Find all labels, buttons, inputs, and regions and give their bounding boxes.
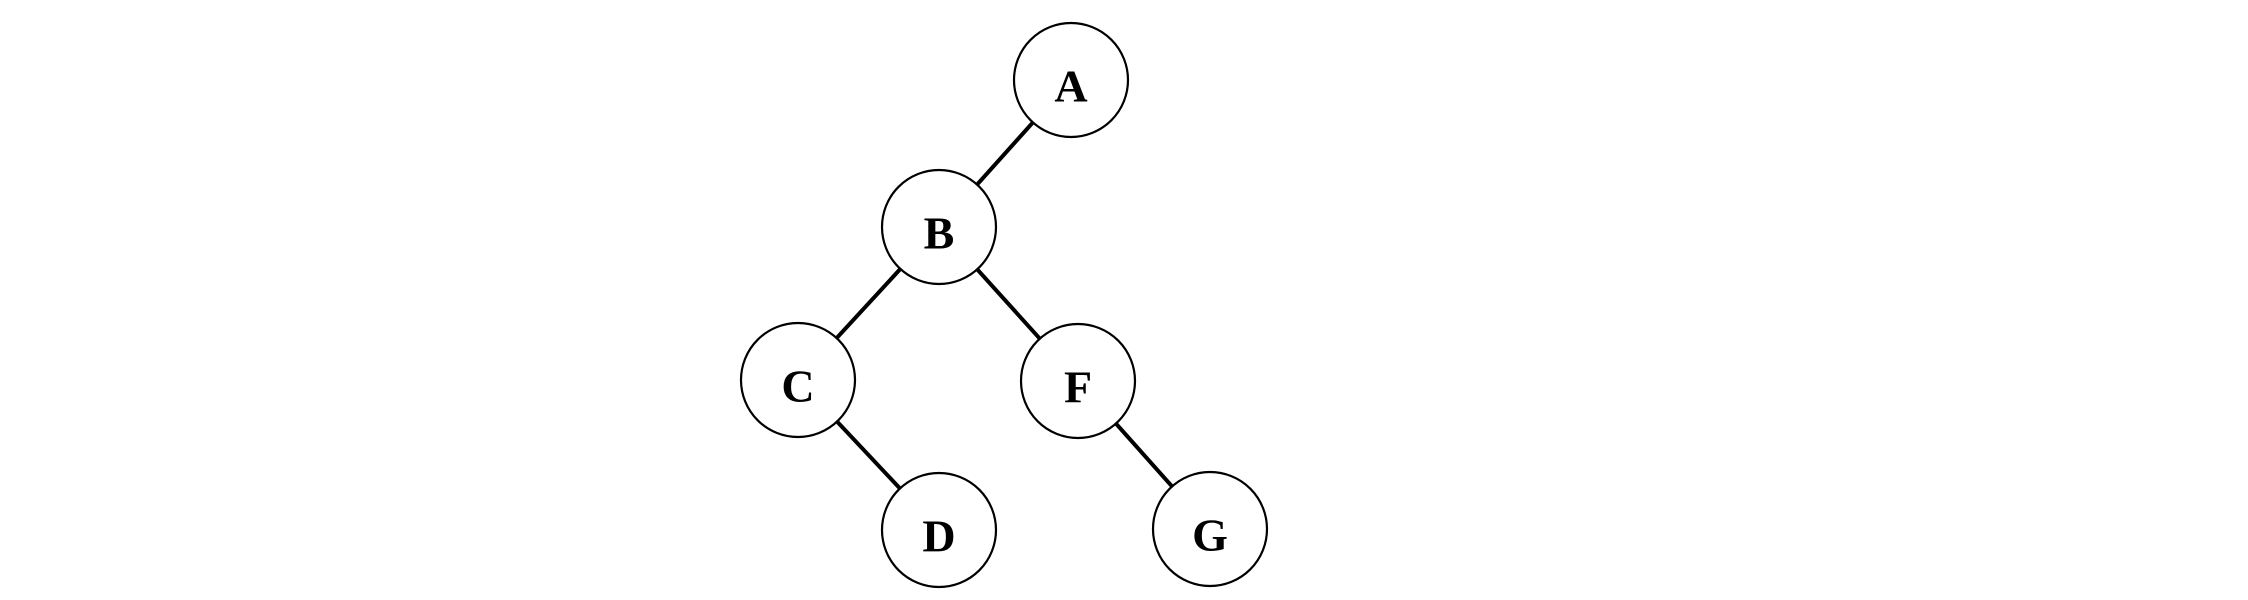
node-label-A: A xyxy=(1054,61,1087,112)
node-label-F: F xyxy=(1064,362,1092,413)
node-circle-G xyxy=(1151,470,1269,588)
node-G: G xyxy=(1151,470,1269,588)
node-C: C xyxy=(739,321,857,439)
node-circle-A xyxy=(1012,21,1130,139)
node-D: D xyxy=(880,471,998,589)
node-label-D: D xyxy=(922,511,955,562)
node-F: F xyxy=(1019,322,1137,440)
node-circle-B xyxy=(880,168,998,286)
node-B: B xyxy=(880,168,998,286)
node-A: A xyxy=(1012,21,1130,139)
node-circle-F xyxy=(1019,322,1137,440)
node-label-C: C xyxy=(781,361,814,412)
node-label-G: G xyxy=(1192,510,1228,561)
node-circle-C xyxy=(739,321,857,439)
node-label-B: B xyxy=(924,208,955,259)
node-circle-D xyxy=(880,471,998,589)
